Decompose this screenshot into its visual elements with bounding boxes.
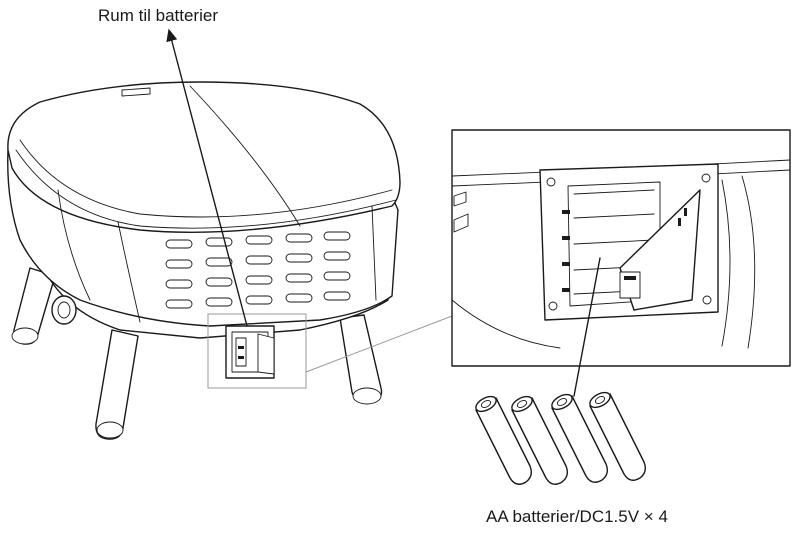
aa-battery-1 [475,395,533,485]
leg-back-left [95,329,139,440]
leg-front-right [339,314,383,405]
zoom-detail-panel [451,129,791,367]
zoom-line-upper [305,315,453,373]
battery-compartment-label: Rum til batterier [98,6,218,25]
leg-front-left [11,267,56,345]
device-body [7,81,401,440]
vent-slots [165,231,351,309]
battery-compartment-small [225,325,275,379]
aa-battery-4 [589,391,647,481]
aa-battery-3 [551,393,609,483]
aa-battery-2 [511,395,569,485]
side-knob [51,295,77,325]
battery-leader-line [573,257,601,397]
zoom-source-frame [207,313,307,389]
callout-arrow [166,28,248,327]
batteries-spec-label: AA batterier/DC1.5V × 4 [486,507,668,526]
